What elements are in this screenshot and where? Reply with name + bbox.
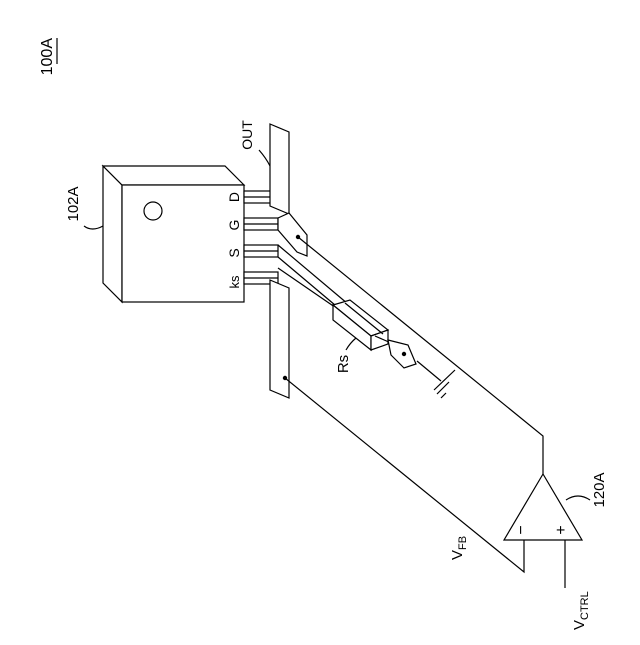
pin-label-kelvin-source: ks — [227, 275, 242, 289]
svg-text:−: − — [513, 525, 530, 534]
svg-text:D: D — [226, 192, 242, 202]
svg-text:VCTRL: VCTRL — [571, 591, 591, 630]
svg-text:G: G — [226, 220, 242, 231]
pin-label-gate: G — [226, 220, 242, 231]
pin-gate — [244, 218, 278, 230]
gate-strip — [278, 213, 307, 256]
pin-label-source: S — [226, 248, 242, 257]
output-strip — [270, 124, 289, 214]
svg-text:Rs: Rs — [335, 355, 352, 373]
device-label-leader — [84, 226, 103, 229]
ground-icon — [417, 361, 455, 398]
pin-source — [244, 245, 278, 257]
transistor-package — [103, 166, 244, 302]
output-label: OUT — [239, 120, 255, 150]
svg-text:ks: ks — [227, 275, 242, 289]
feedback-wire — [285, 378, 524, 572]
output-label-leader — [259, 150, 270, 166]
figure-label: 100A — [39, 38, 56, 76]
amplifier-minus: − — [513, 525, 530, 534]
amplifier-plus: + — [553, 525, 570, 534]
svg-text:100A: 100A — [39, 38, 56, 76]
control-label: VCTRL — [571, 591, 591, 630]
svg-text:VFB: VFB — [449, 536, 469, 560]
shunt-resistor — [333, 300, 388, 350]
resistor-label-leader — [346, 338, 356, 350]
svg-text:+: + — [553, 525, 570, 534]
feedback-label: VFB — [449, 536, 469, 560]
svg-text:S: S — [226, 248, 242, 257]
amplifier-label: 120A — [591, 472, 608, 507]
amplifier-label-leader — [566, 496, 590, 500]
svg-text:102A: 102A — [65, 186, 82, 221]
pin-label-drain: D — [226, 192, 242, 202]
svg-text:OUT: OUT — [239, 120, 255, 150]
device-label: 102A — [65, 186, 82, 221]
svg-text:120A: 120A — [591, 472, 608, 507]
resistor-label: Rs — [335, 355, 352, 373]
kelvin-source-strip — [270, 280, 289, 398]
